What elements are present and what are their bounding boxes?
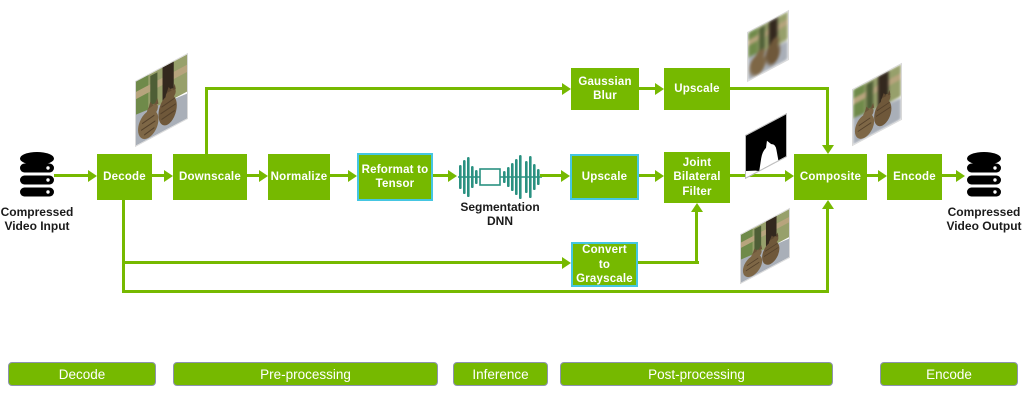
connector xyxy=(122,261,562,264)
node-joint-bilateral-filter: Joint Bilateral Filter xyxy=(664,152,730,203)
arrowhead-icon xyxy=(562,257,571,269)
stage-pill-pre-processing: Pre-processing xyxy=(173,362,438,386)
arrowhead-icon xyxy=(259,170,268,182)
node-encode: Encode xyxy=(887,154,942,200)
connector xyxy=(639,174,656,177)
arrowhead-icon xyxy=(822,200,834,209)
connector xyxy=(122,290,829,293)
node-upscale-blur: Upscale xyxy=(664,68,730,110)
stage-pill-post-processing: Post-processing xyxy=(560,362,833,386)
connector xyxy=(942,174,957,177)
input-label: Compressed Video Input xyxy=(0,205,74,233)
connector xyxy=(152,174,165,177)
arrowhead-icon xyxy=(561,170,570,182)
connector xyxy=(433,174,449,177)
arrowhead-icon xyxy=(164,170,173,182)
connector xyxy=(639,87,656,90)
connector xyxy=(122,200,125,293)
segmentation-mask-thumbnail xyxy=(745,112,787,180)
stage-pill-decode: Decode xyxy=(8,362,156,386)
output-label: Compressed Video Output xyxy=(946,205,1022,233)
connector xyxy=(826,87,829,145)
database-icon xyxy=(964,152,1004,200)
arrowhead-icon xyxy=(822,145,834,154)
connector xyxy=(540,174,562,177)
arrowhead-icon xyxy=(956,170,965,182)
connector xyxy=(730,87,829,90)
arrowhead-icon xyxy=(448,170,457,182)
connector xyxy=(826,207,829,293)
arrowhead-icon xyxy=(785,170,794,182)
node-normalize: Normalize xyxy=(268,154,330,200)
connector xyxy=(638,261,699,264)
node-convert-to-grayscale: Convert to Grayscale xyxy=(571,242,638,287)
node-gaussian-blur: Gaussian Blur xyxy=(571,68,639,110)
arrowhead-icon xyxy=(88,170,97,182)
connector xyxy=(247,174,260,177)
connector xyxy=(205,87,562,90)
composited-frame-thumbnail xyxy=(852,62,902,147)
arrowhead-icon xyxy=(691,203,703,212)
arrowhead-icon xyxy=(878,170,887,182)
connector xyxy=(730,174,786,177)
connector xyxy=(695,211,698,263)
stage-pill-encode: Encode xyxy=(880,362,1018,386)
dnn-label: Segmentation DNN xyxy=(460,200,540,228)
autoencoder-network-icon xyxy=(458,155,542,199)
node-composite: Composite xyxy=(794,154,867,200)
stage-pill-inference: Inference xyxy=(453,362,548,386)
decoded-frame-thumbnail xyxy=(135,52,188,148)
arrowhead-icon xyxy=(655,83,664,95)
node-decode: Decode xyxy=(97,154,152,200)
arrowhead-icon xyxy=(348,170,357,182)
blurred-background-thumbnail xyxy=(747,9,789,83)
arrowhead-icon xyxy=(655,170,664,182)
connector xyxy=(205,88,208,154)
node-downscale: Downscale xyxy=(173,154,247,200)
database-icon xyxy=(17,152,57,200)
original-frame-thumbnail xyxy=(740,207,790,285)
arrowhead-icon xyxy=(562,83,571,95)
connector xyxy=(54,174,90,177)
connector xyxy=(867,174,879,177)
connector xyxy=(330,174,349,177)
node-upscale-mask: Upscale xyxy=(570,154,639,200)
node-reformat-to-tensor: Reformat to Tensor xyxy=(357,153,433,201)
